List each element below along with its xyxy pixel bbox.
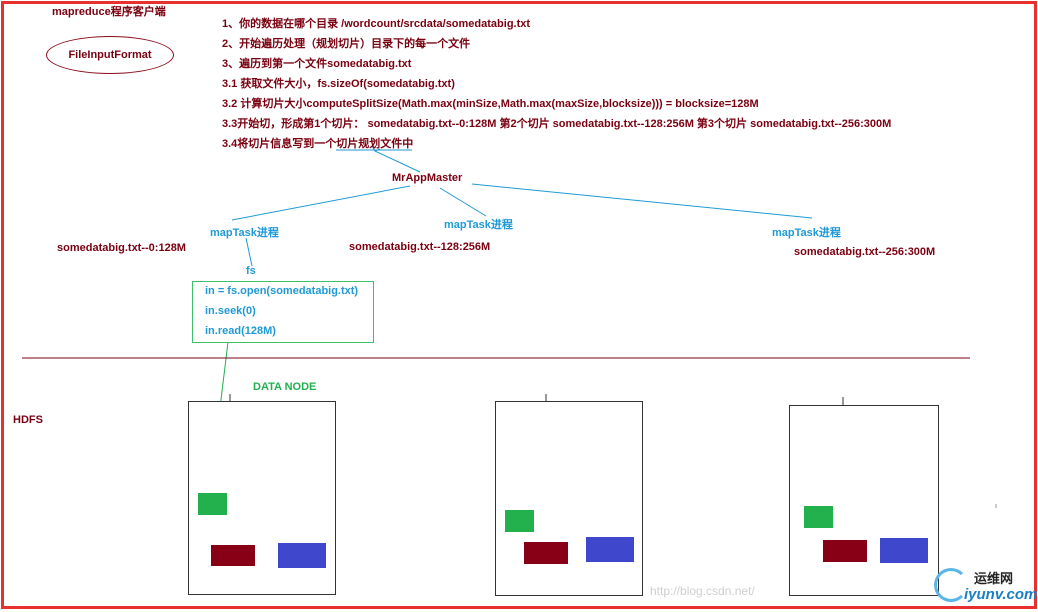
site-logo: 运维网 iyunv.com: [934, 566, 1037, 606]
watermark: http://blog.csdn.net/: [650, 584, 755, 598]
step-3-2: 3.2 计算切片大小computeSplitSize(Math.max(minS…: [222, 98, 759, 110]
fs-label: fs: [246, 265, 256, 277]
data-node-1: [188, 401, 336, 595]
block-blue: [880, 538, 928, 563]
hdfs-label: HDFS: [13, 414, 43, 426]
code-line-read: in.read(128M): [205, 325, 276, 337]
step-1: 1、你的数据在哪个目录 /wordcount/srcdata/somedatab…: [222, 18, 531, 30]
block-red: [524, 542, 568, 564]
step-3-3: 3.3开始切，形成第1个切片： somedatabig.txt--0:128M …: [222, 118, 892, 130]
step-3-4: 3.4将切片信息写到一个切片规划文件中: [222, 138, 414, 150]
step-2: 2、开始遍历处理（规划切片）目录下的每一个文件: [222, 38, 471, 50]
block-blue: [278, 543, 326, 568]
block-blue: [586, 537, 634, 562]
code-line-seek: in.seek(0): [205, 305, 256, 317]
block-green: [505, 510, 534, 532]
split-2: somedatabig.txt--128:256M: [349, 241, 491, 253]
master-to-task-1: [231, 185, 411, 221]
step-3: 3、遍历到第一个文件somedatabig.txt: [222, 58, 412, 70]
client-title: mapreduce程序客户端: [52, 6, 166, 18]
split-3: somedatabig.txt--256:300M: [794, 246, 936, 258]
logo-swirl-icon: [934, 568, 968, 602]
master-arrow: [374, 150, 421, 173]
block-red: [823, 540, 867, 562]
data-node-label: DATA NODE: [253, 381, 317, 393]
task-to-fs: [245, 237, 253, 267]
data-node-3: [789, 405, 939, 596]
mr-app-master: MrAppMaster: [392, 172, 463, 184]
data-node-2: [495, 401, 643, 596]
master-to-task-3: [471, 183, 813, 219]
step-3-1: 3.1 获取文件大小，fs.sizeOf(somedatabig.txt): [222, 78, 455, 90]
split-1: somedatabig.txt--0:128M: [57, 242, 186, 254]
map-task-1: mapTask进程: [210, 227, 279, 239]
block-red: [211, 545, 255, 566]
block-green: [198, 493, 227, 515]
file-input-format-label: FileInputFormat: [68, 49, 152, 61]
map-task-3: mapTask进程: [772, 227, 841, 239]
master-to-task-2: [439, 187, 487, 217]
block-green: [804, 506, 833, 528]
code-line-open: in = fs.open(somedatabig.txt): [205, 285, 359, 297]
file-input-format-ellipse: FileInputFormat: [46, 36, 174, 74]
logo-cn: 运维网: [974, 571, 1014, 586]
code-box: in = fs.open(somedatabig.txt) in.seek(0)…: [192, 281, 374, 343]
map-task-2: mapTask进程: [444, 219, 513, 231]
logo-en: iyunv.com: [964, 586, 1038, 603]
